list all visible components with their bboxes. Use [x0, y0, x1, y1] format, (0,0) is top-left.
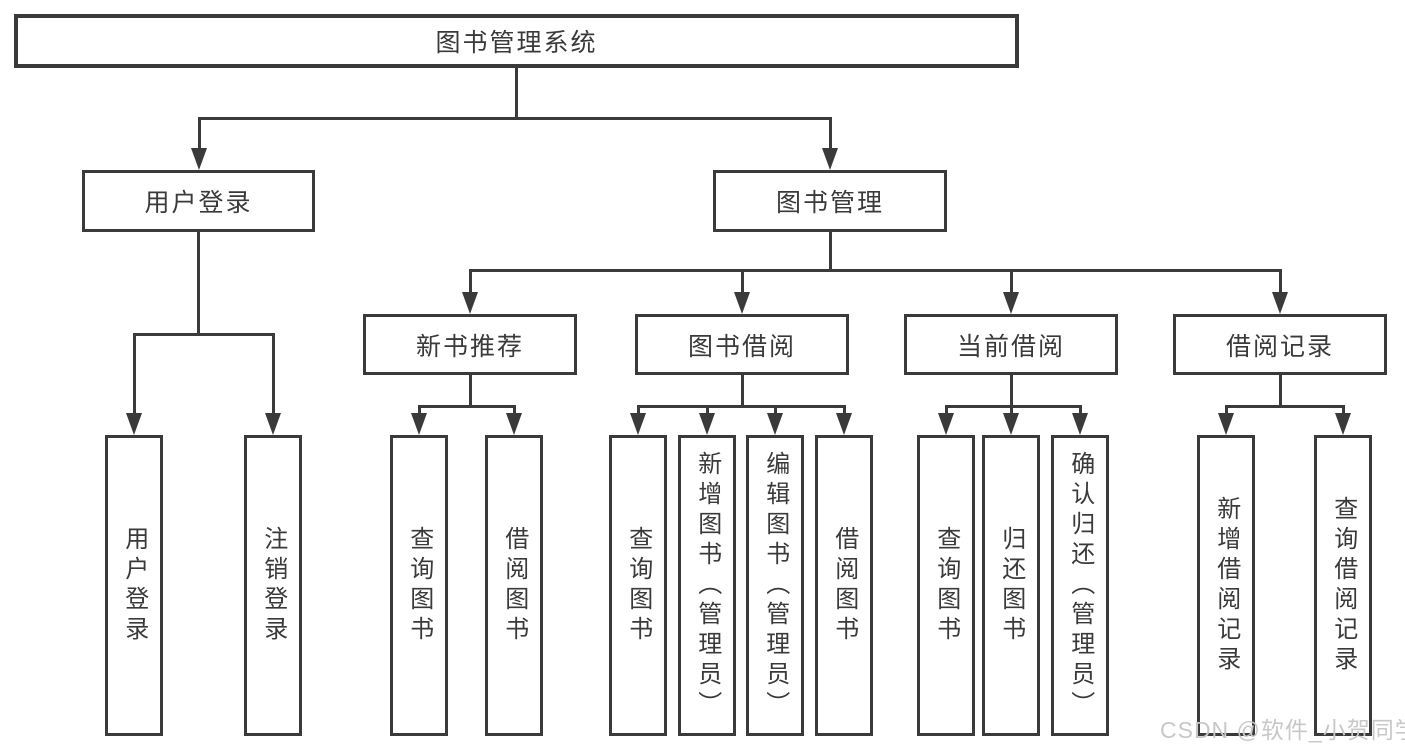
node-label: 确认归还（管理员） — [1066, 450, 1094, 721]
edge-line — [1010, 405, 1013, 415]
arrow-down-icon — [938, 413, 954, 435]
node-label: 图书管理系统 — [435, 29, 598, 57]
node-label: 用户登录 — [144, 189, 253, 217]
edge-line — [1342, 405, 1345, 415]
edge-line — [1010, 269, 1013, 294]
arrow-down-icon — [630, 413, 646, 435]
arrow-down-icon — [462, 292, 478, 314]
arrow-down-icon — [1003, 292, 1019, 314]
arrow-down-icon — [822, 148, 838, 170]
arrow-down-icon — [1003, 413, 1019, 435]
edge-line — [1279, 269, 1282, 294]
edge-line — [133, 333, 136, 415]
edge-line — [945, 405, 1082, 408]
node-user-login: 用户登录 — [82, 170, 315, 232]
edge-line — [843, 405, 846, 415]
leaf-query-books-current: 查询图书 — [917, 435, 975, 736]
node-label: 用户登录 — [120, 525, 148, 646]
arrow-down-icon — [265, 413, 281, 435]
edge-line — [945, 405, 948, 415]
edge-line — [637, 405, 846, 408]
edge-line — [513, 405, 516, 415]
leaf-query-books-borrowing: 查询图书 — [609, 435, 667, 736]
edge-line — [133, 333, 275, 336]
edge-line — [418, 405, 421, 415]
node-label: 当前借阅 — [956, 332, 1065, 361]
leaf-edit-book-admin: 编辑图书（管理员） — [746, 435, 804, 736]
node-label: 图书管理 — [775, 189, 884, 217]
arrow-down-icon — [1272, 292, 1288, 314]
arrow-down-icon — [1218, 413, 1234, 435]
node-book-management: 图书管理 — [713, 170, 947, 232]
node-label: 注销登录 — [259, 525, 287, 646]
node-book-borrowing: 图书借阅 — [635, 314, 849, 375]
node-label: 查询图书 — [932, 525, 960, 646]
node-label: 新书推荐 — [415, 332, 524, 361]
leaf-borrow-books-recommend: 借阅图书 — [485, 435, 543, 736]
arrow-down-icon — [411, 413, 427, 435]
leaf-user-login: 用户登录 — [105, 435, 163, 736]
watermark: CSDN @软件_小贺同学 — [1160, 717, 1405, 743]
node-new-book-recommend: 新书推荐 — [363, 314, 577, 375]
edge-line — [197, 232, 200, 335]
leaf-borrow-books-borrowing: 借阅图书 — [815, 435, 873, 736]
arrow-down-icon — [191, 148, 207, 170]
edge-line — [774, 405, 777, 415]
arrow-down-icon — [126, 413, 142, 435]
edge-line — [1225, 405, 1228, 415]
arrow-down-icon — [699, 413, 715, 435]
node-label: 借阅图书 — [500, 525, 528, 646]
node-label: 图书借阅 — [687, 332, 796, 361]
edge-line — [198, 117, 831, 120]
edge-line — [469, 375, 472, 407]
arrow-down-icon — [734, 292, 750, 314]
leaf-query-borrow-record: 查询借阅记录 — [1314, 435, 1372, 736]
leaf-logout-login: 注销登录 — [244, 435, 302, 736]
node-label: 借阅图书 — [830, 525, 858, 646]
edge-line — [418, 405, 516, 408]
node-borrowing-records: 借阅记录 — [1173, 314, 1387, 375]
edge-line — [1279, 375, 1282, 407]
edge-line — [706, 405, 709, 415]
edge-line — [469, 269, 1282, 272]
node-current-borrowing: 当前借阅 — [904, 314, 1118, 375]
edge-line — [829, 232, 832, 271]
node-label: 新增借阅记录 — [1212, 495, 1240, 676]
edge-line — [741, 269, 744, 294]
edge-line — [198, 117, 201, 151]
arrow-down-icon — [1335, 413, 1351, 435]
node-label: 借阅记录 — [1225, 332, 1334, 361]
node-label: 编辑图书（管理员） — [761, 450, 789, 721]
node-label: 新增图书（管理员） — [693, 450, 721, 721]
leaf-return-books: 归还图书 — [982, 435, 1040, 736]
node-label: 归还图书 — [997, 525, 1025, 646]
leaf-add-borrow-record: 新增借阅记录 — [1197, 435, 1255, 736]
leaf-query-books-recommend: 查询图书 — [390, 435, 448, 736]
arrow-down-icon — [1072, 413, 1088, 435]
arrow-down-icon — [506, 413, 522, 435]
edge-line — [637, 405, 640, 415]
edge-line — [829, 117, 832, 151]
edge-line — [1010, 375, 1013, 407]
node-label: 查询图书 — [624, 525, 652, 646]
arrow-down-icon — [767, 413, 783, 435]
node-library-system: 图书管理系统 — [14, 14, 1019, 68]
node-label: 查询借阅记录 — [1329, 495, 1357, 676]
edge-line — [515, 68, 518, 119]
arrow-down-icon — [836, 413, 852, 435]
leaf-confirm-return-admin: 确认归还（管理员） — [1051, 435, 1109, 736]
node-label: 查询图书 — [405, 525, 433, 646]
edge-line — [469, 269, 472, 294]
edge-line — [741, 375, 744, 407]
edge-line — [1079, 405, 1082, 415]
edge-line — [1225, 405, 1345, 408]
edge-line — [272, 333, 275, 415]
leaf-add-book-admin: 新增图书（管理员） — [678, 435, 736, 736]
